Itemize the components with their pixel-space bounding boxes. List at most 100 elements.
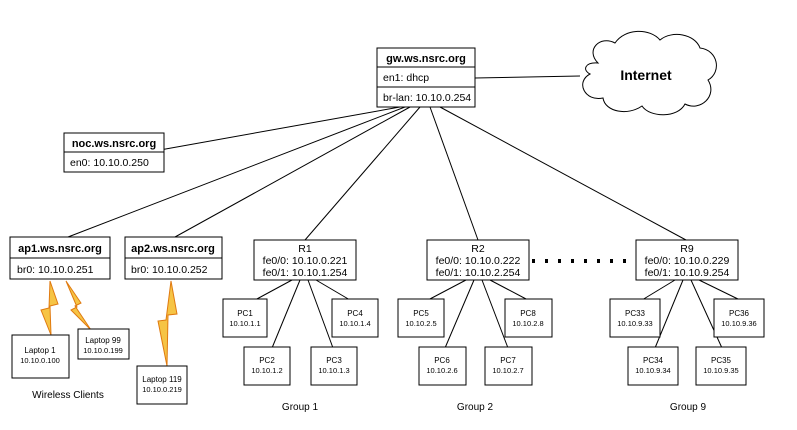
pc-box	[222, 298, 268, 338]
pc-node: PC7 10.10.2.7	[484, 346, 533, 386]
router-if1: fe0/1: 10.10.1.254	[263, 267, 348, 279]
lightning-bolt-icon	[65, 280, 92, 331]
link-r2-pc5	[427, 279, 467, 301]
laptop-node: Laptop 119 10.10.0.219	[136, 365, 188, 405]
ap1-node: ap1.ws.nsrc.org br0: 10.10.0.251	[9, 236, 111, 280]
pc-ip: 10.10.9.36	[721, 319, 756, 328]
router-r2: R2 fe0/0: 10.10.0.222 fe0/1: 10.10.2.254	[426, 239, 530, 281]
group-label: Group 2	[457, 402, 494, 413]
link-r9-pc33	[641, 279, 676, 301]
pc-node: PC34 10.10.9.34	[627, 346, 679, 386]
laptop-name: Laptop 99	[85, 336, 121, 345]
router-name: R1	[298, 243, 312, 255]
pc-name: PC2	[259, 356, 275, 365]
pc-name: PC7	[500, 356, 516, 365]
pc-node: PC5 10.10.2.5	[397, 298, 445, 338]
pc-box	[504, 298, 553, 338]
gateway-box	[376, 47, 476, 108]
pc-name: PC3	[326, 356, 342, 365]
pc-ip: 10.10.2.6	[426, 366, 457, 375]
ap2-node: ap2.ws.nsrc.org br0: 10.10.0.252	[124, 236, 223, 280]
internet-label: Internet	[620, 67, 672, 83]
pc-ip: 10.10.1.2	[251, 366, 282, 375]
laptop-ip: 10.10.0.219	[142, 385, 182, 394]
link-gw-noc	[159, 106, 401, 151]
laptop-ip: 10.10.0.100	[20, 356, 60, 365]
pc-name: PC6	[434, 356, 450, 365]
pc-box	[310, 346, 358, 386]
router-if1: fe0/1: 10.10.9.254	[645, 267, 730, 279]
laptop-box	[77, 328, 130, 360]
pc-box	[331, 298, 379, 338]
pc-box	[713, 298, 765, 338]
cloud-shape	[582, 30, 717, 116]
laptop-name: Laptop 119	[142, 375, 182, 384]
pc-ip: 10.10.9.35	[703, 366, 738, 375]
noc-en0: en0: 10.10.0.250	[70, 157, 149, 169]
pc-node: PC8 10.10.2.8	[504, 298, 553, 338]
link-r1-pc1	[254, 279, 293, 301]
pc-box	[627, 346, 679, 386]
gateway-name: gw.ws.nsrc.org	[386, 53, 466, 65]
pc-box	[609, 298, 661, 338]
link-r1-pc3	[307, 279, 334, 349]
router-if0: fe0/0: 10.10.0.221	[263, 255, 348, 267]
link-gw-r2	[429, 106, 479, 241]
gateway-en1: en1: dhcp	[383, 72, 429, 84]
pc-box	[243, 346, 291, 386]
pc-node: PC1 10.10.1.1	[222, 298, 268, 338]
link-r1-pc2	[271, 279, 301, 349]
router-if0: fe0/0: 10.10.0.222	[436, 255, 521, 267]
laptop-box	[136, 365, 188, 405]
pc-name: PC5	[413, 309, 429, 318]
group-label: Group 9	[670, 402, 707, 413]
pc-name: PC33	[625, 309, 646, 318]
router-if1: fe0/1: 10.10.2.254	[436, 267, 521, 279]
pc-box	[418, 346, 467, 386]
pc-box	[484, 346, 533, 386]
pc-ip: 10.10.9.33	[617, 319, 652, 328]
pc-box	[695, 346, 747, 386]
pc-name: PC4	[347, 309, 363, 318]
ap1-name: ap1.ws.nsrc.org	[18, 243, 102, 255]
laptop-box	[11, 334, 70, 379]
lightning-bolt-icon	[157, 280, 178, 367]
pc-name: PC35	[711, 356, 732, 365]
pc-box	[397, 298, 445, 338]
connection-lines	[67, 75, 741, 349]
laptop-ip: 10.10.0.199	[83, 346, 123, 355]
link-gw-internet	[474, 75, 581, 79]
internet-cloud: Internet	[582, 30, 717, 116]
router-name: R2	[471, 243, 485, 255]
pc-node: PC33 10.10.9.33	[609, 298, 661, 338]
router-box	[635, 239, 739, 281]
router-box	[253, 239, 357, 281]
link-r1-pc4	[315, 279, 351, 301]
link-gw-ap2	[174, 106, 411, 238]
router-box	[426, 239, 530, 281]
pc-name: PC8	[520, 309, 536, 318]
laptop-name: Laptop 1	[24, 346, 56, 355]
router-name: R9	[680, 243, 694, 255]
link-r2-pc8	[489, 279, 529, 301]
pc-name: PC1	[237, 309, 253, 318]
pc-node: PC3 10.10.1.3	[310, 346, 358, 386]
pc-ip: 10.10.2.5	[405, 319, 436, 328]
group-label: Group 1	[282, 402, 319, 413]
pc-ip: 10.10.2.8	[512, 319, 543, 328]
noc-name: noc.ws.nsrc.org	[72, 138, 156, 150]
pc-node: PC35 10.10.9.35	[695, 346, 747, 386]
gateway-node: gw.ws.nsrc.org en1: dhcp br-lan: 10.10.0…	[376, 47, 476, 108]
router-if0: fe0/0: 10.10.0.229	[645, 255, 730, 267]
link-gw-r1	[304, 106, 421, 241]
pc-node: PC36 10.10.9.36	[713, 298, 765, 338]
ap2-name: ap2.ws.nsrc.org	[131, 243, 215, 255]
pc-ip: 10.10.1.3	[318, 366, 349, 375]
lightning-bolt-icon	[40, 280, 59, 336]
pc-node: PC4 10.10.1.4	[331, 298, 379, 338]
router-r9: R9 fe0/0: 10.10.0.229 fe0/1: 10.10.9.254	[635, 239, 739, 281]
link-gw-ap1	[67, 106, 406, 238]
pc-ip: 10.10.1.4	[339, 319, 370, 328]
